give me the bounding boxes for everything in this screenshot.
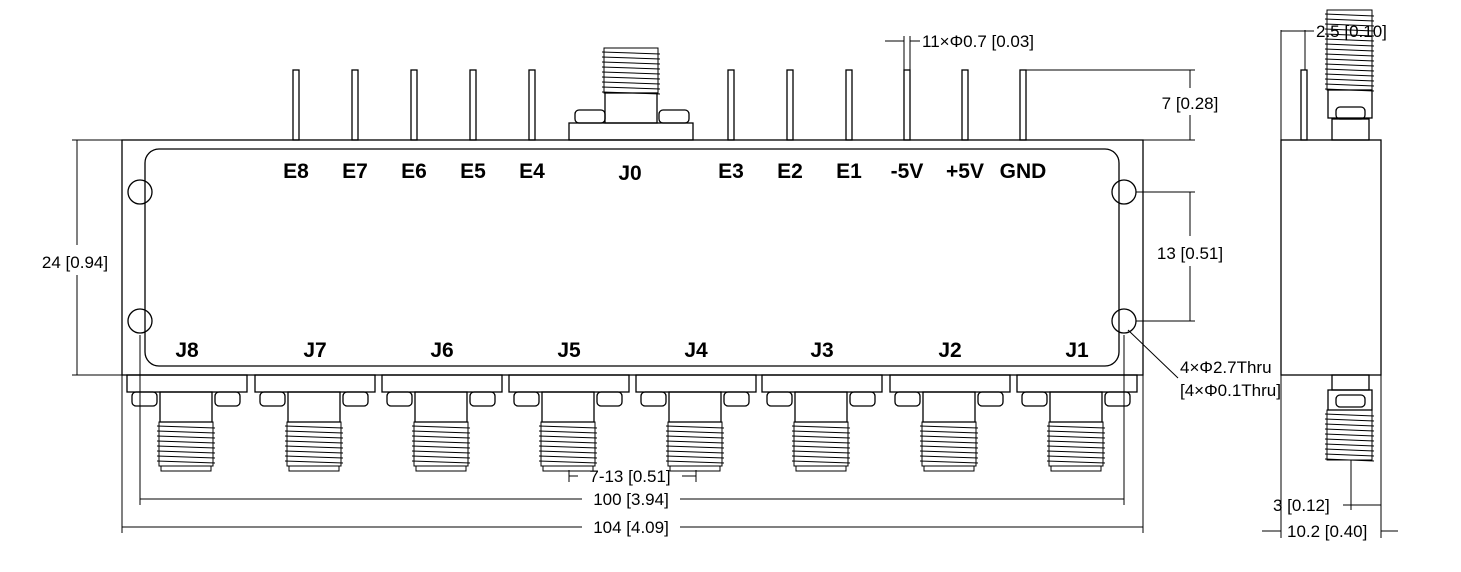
thread: [413, 421, 469, 467]
dim-side-pin: 2.5 [0.10]: [1316, 22, 1387, 41]
mount-hole: [127, 179, 153, 205]
connector-label: J3: [810, 339, 833, 362]
dim-holes-in: [4×Φ0.1Thru]: [1180, 381, 1281, 400]
connector-label: J4: [684, 339, 708, 362]
pin: [292, 69, 300, 141]
thread: [286, 421, 342, 467]
connector-j1: J1: [1016, 339, 1138, 472]
pin: [1019, 69, 1027, 141]
pin-label: GND: [1000, 160, 1047, 183]
connector-label: J1: [1065, 339, 1089, 362]
connector-label: J6: [430, 339, 453, 362]
pin-label: E2: [777, 160, 803, 183]
mount-hole: [127, 308, 153, 334]
dim-height: 24 [0.94]: [42, 253, 108, 272]
pin: [903, 69, 911, 141]
pin: [351, 69, 359, 141]
pin: [727, 69, 735, 141]
pin: [961, 69, 969, 141]
mount-hole: [1111, 308, 1137, 334]
pin-label: E6: [401, 160, 427, 183]
pin: [528, 69, 536, 141]
thread: [1048, 421, 1104, 467]
dim-hole-spacing: 13 [0.51]: [1157, 244, 1223, 263]
pin-label: E3: [718, 160, 744, 183]
pin-label: E5: [460, 160, 486, 183]
thread: [793, 421, 849, 467]
pin: [845, 69, 853, 141]
pin: [410, 69, 418, 141]
connector-j6: J6: [381, 339, 503, 472]
pin-label: E1: [836, 160, 862, 183]
connector-label: J2: [938, 339, 961, 362]
thread: [158, 421, 214, 467]
dim-pitch: 7-13 [0.51]: [589, 467, 670, 486]
pin-label: E7: [342, 160, 368, 183]
housing-lid: [144, 148, 1120, 367]
connector-j0: [568, 47, 694, 141]
dim-side-conn: 3 [0.12]: [1273, 496, 1330, 515]
dim-holes-mm: 4×Φ2.7Thru: [1180, 358, 1272, 377]
dim-length: 104 [4.09]: [593, 518, 669, 537]
dim-pin-length: 7 [0.28]: [1162, 94, 1219, 113]
side-view: [1280, 9, 1382, 462]
connector-j7: J7: [254, 339, 376, 472]
dim-width: 10.2 [0.40]: [1287, 522, 1367, 541]
pin-label: E8: [283, 160, 309, 183]
connector-j4: J4: [635, 339, 757, 472]
pin-label: E4: [519, 160, 545, 183]
dim-pin-dia: 11×Φ0.7 [0.03]: [922, 32, 1034, 51]
connector-j3: J3: [761, 339, 883, 472]
dimensions: 24 [0.94] 13 [0.51] 7 [0.28] 11×Φ0.7 [0.…: [42, 22, 1398, 541]
pin-label: -5V: [891, 160, 924, 183]
connector-label: J5: [557, 339, 581, 362]
connector-label: J7: [303, 339, 326, 362]
side-pin: [1300, 69, 1308, 141]
front-view: E8 E7 E6 E5 E4 E3 E2 E1 -5V +5V GND J8 J7 J6 J5 J4 J3 J2…: [121, 47, 1144, 472]
thread: [667, 421, 723, 467]
connector-j8: J8: [126, 339, 248, 472]
pin: [469, 69, 477, 141]
mount-hole: [1111, 179, 1137, 205]
label-j0: J0: [618, 162, 641, 185]
thread: [540, 421, 596, 467]
thread: [921, 421, 977, 467]
pin: [786, 69, 794, 141]
side-body: [1280, 139, 1382, 376]
connector-j2: J2: [889, 339, 1011, 472]
connector-j5: J5: [508, 339, 630, 472]
thread: [603, 47, 659, 94]
dim-hole-span: 100 [3.94]: [593, 490, 669, 509]
pin-label: +5V: [946, 160, 984, 183]
connector-label: J8: [175, 339, 199, 362]
